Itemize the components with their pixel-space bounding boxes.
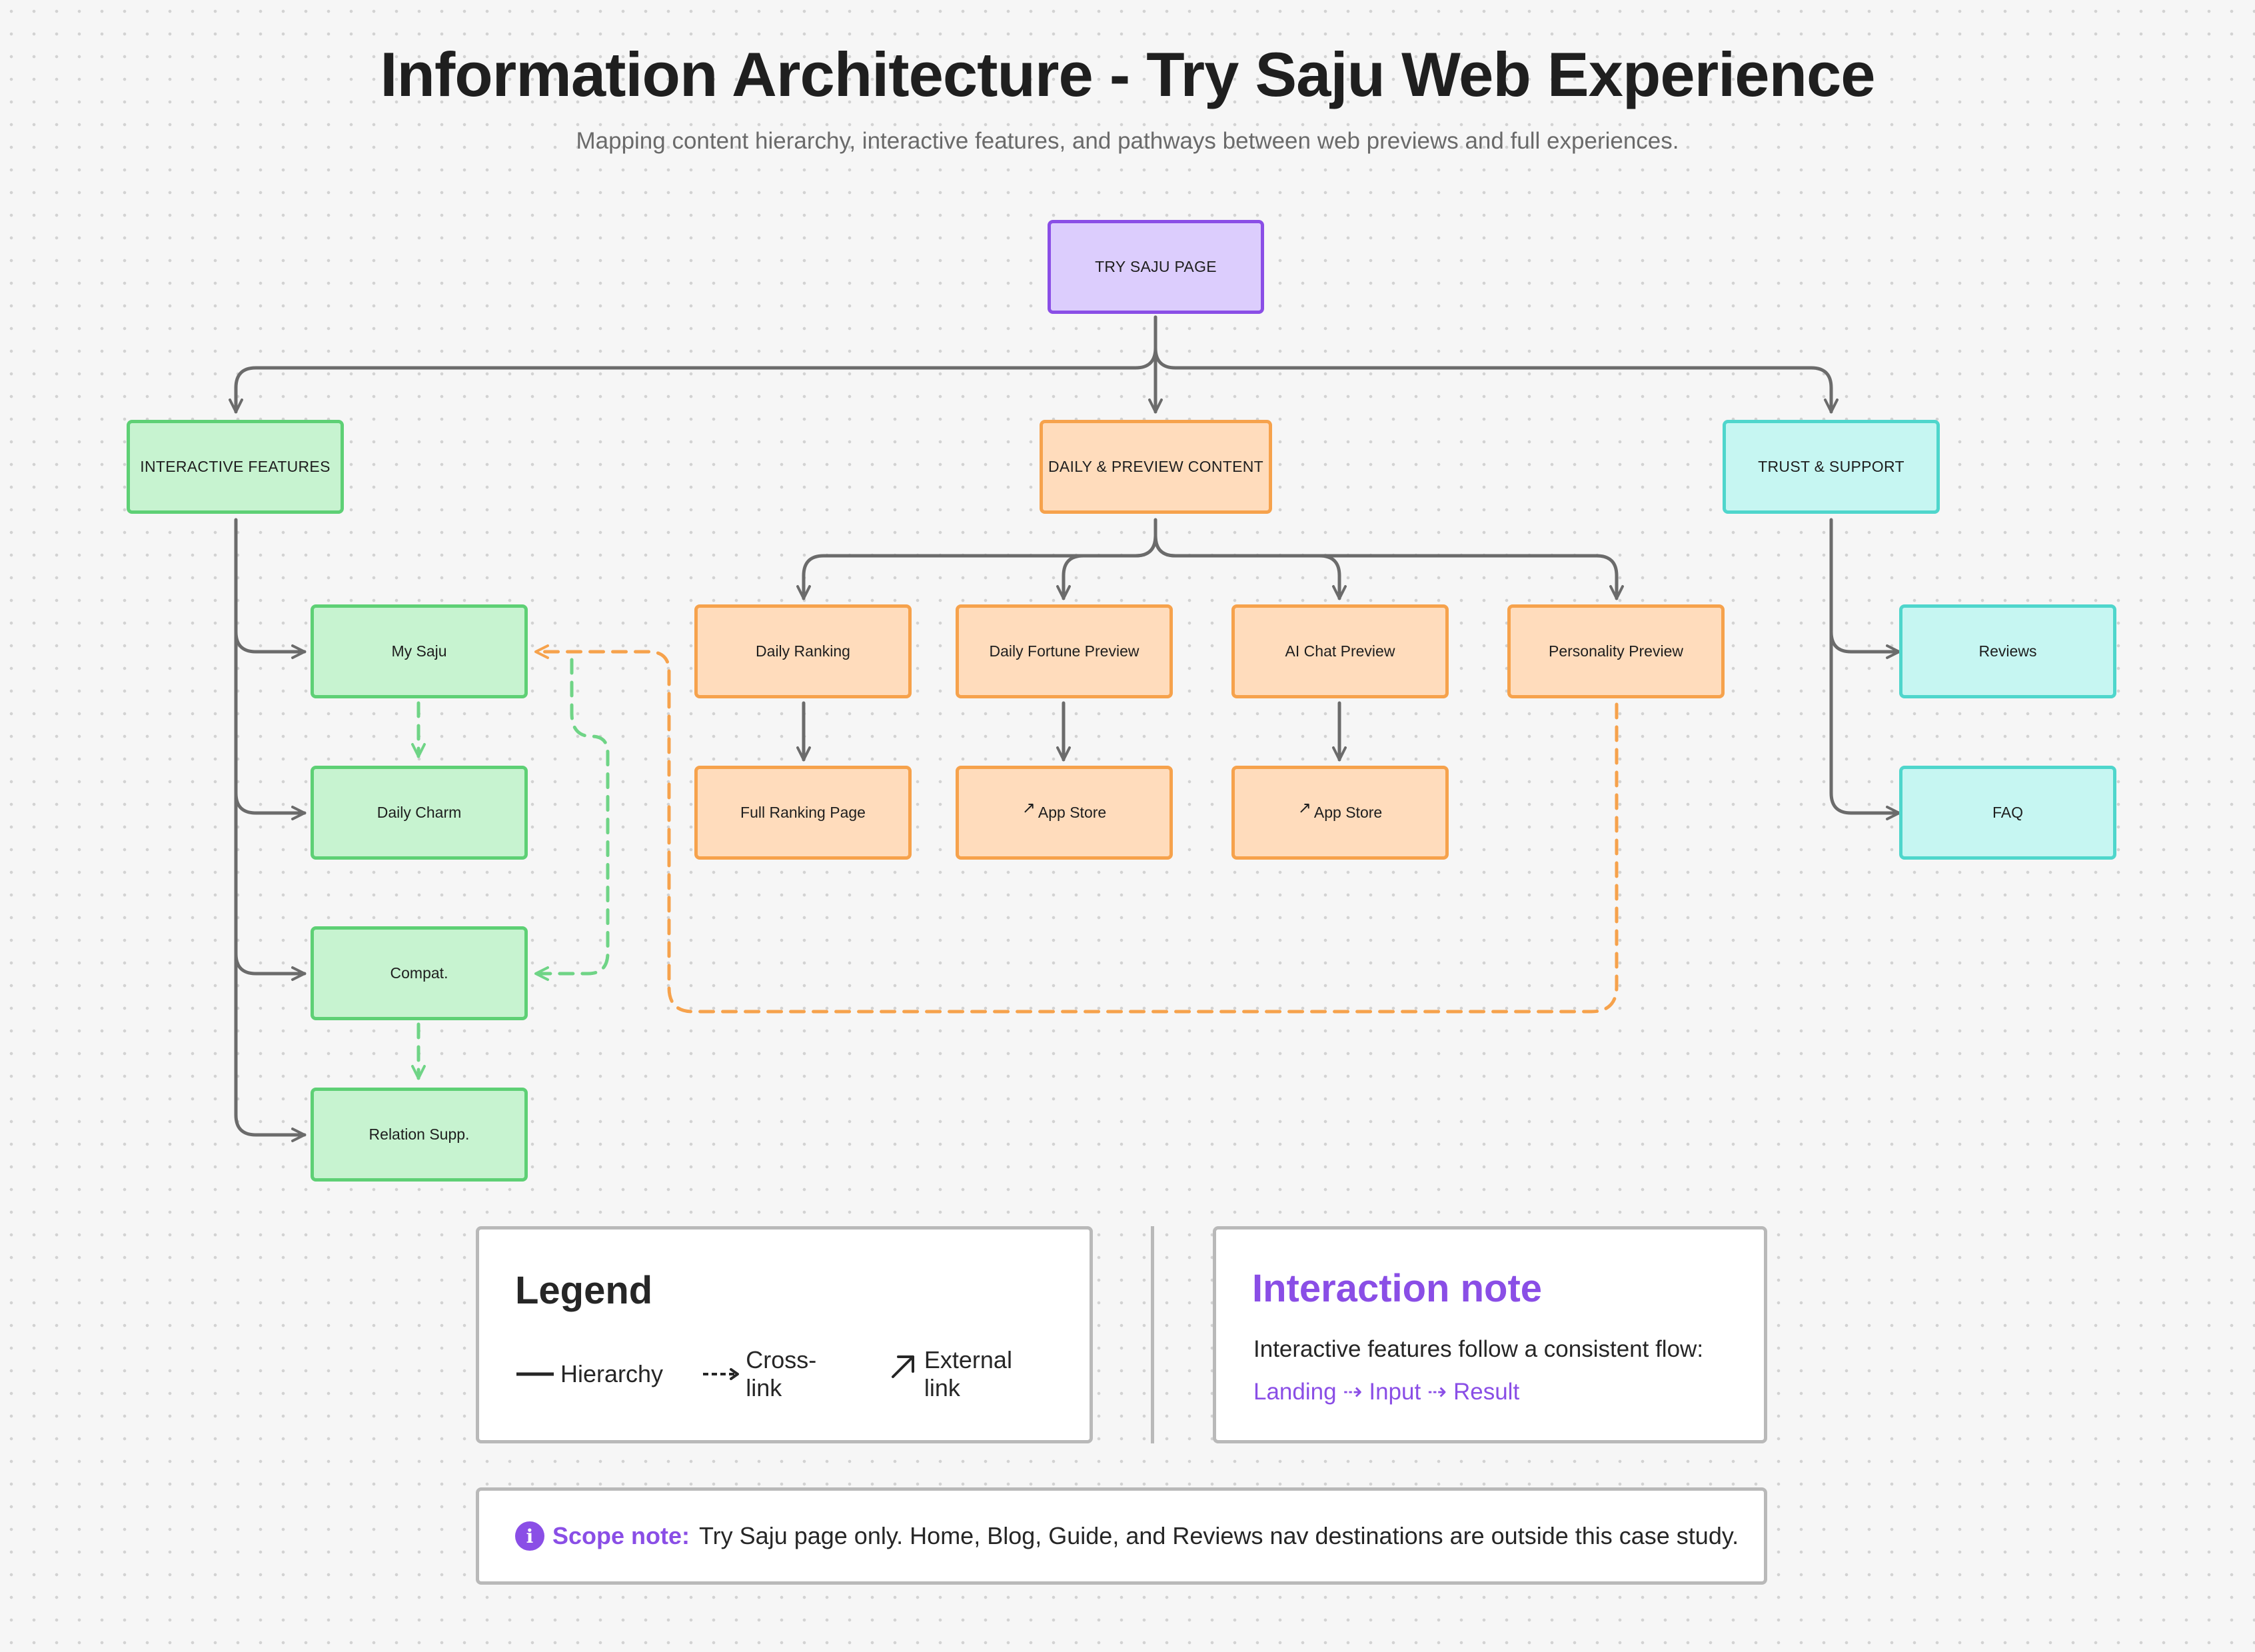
node-daily-fortune-preview[interactable]: Daily Fortune Preview	[956, 604, 1173, 698]
cross-link-lines	[411, 644, 1619, 1080]
divider	[1151, 1226, 1154, 1443]
node-daily-charm[interactable]: Daily Charm	[311, 766, 528, 860]
legend-label-external-link: External link	[924, 1346, 1012, 1401]
node-label: App Store	[1313, 803, 1383, 821]
node-relation-supp[interactable]: Relation Supp.	[311, 1088, 528, 1182]
external-link-icon: ↗	[1297, 799, 1311, 818]
legend-item-hierarchy: Hierarchy	[515, 1360, 663, 1388]
node-trust-support[interactable]: TRUST & SUPPORT	[1723, 420, 1940, 514]
node-daily-preview-content[interactable]: DAILY & PREVIEW CONTENT	[1040, 420, 1272, 514]
page-title: Information Architecture - Try Saju Web …	[380, 39, 1875, 109]
interaction-note-flow: Landing ⇢ Input ⇢ Result	[1253, 1379, 1520, 1405]
node-personality-preview[interactable]: Personality Preview	[1507, 604, 1725, 698]
hierarchy-lines	[229, 315, 1901, 1142]
node-reviews[interactable]: Reviews	[1899, 604, 2116, 698]
legend-item-external-link: External link	[888, 1346, 1051, 1402]
scope-note-label: Scope note:	[552, 1522, 690, 1549]
node-my-saju[interactable]: My Saju	[311, 604, 528, 698]
legend-card: Legend Hierarchy Cross-link External lin…	[476, 1226, 1093, 1443]
legend-item-cross-link: Cross-link	[702, 1346, 849, 1402]
node-daily-ranking[interactable]: Daily Ranking	[694, 604, 912, 698]
legend-title: Legend	[515, 1269, 653, 1312]
interaction-note-card: Interaction note Interactive features fo…	[1213, 1226, 1767, 1443]
legend-items: Hierarchy Cross-link External link	[515, 1346, 1090, 1402]
scope-note-card: i Scope note: Try Saju page only. Home, …	[476, 1487, 1767, 1585]
node-try-saju-page[interactable]: TRY SAJU PAGE	[1048, 220, 1264, 314]
scope-note-row: i Scope note: Try Saju page only. Home, …	[515, 1491, 1739, 1581]
solid-line-icon	[516, 1372, 554, 1376]
scope-note-text: Try Saju page only. Home, Blog, Guide, a…	[699, 1522, 1739, 1549]
legend-label-hierarchy: Hierarchy	[560, 1360, 664, 1387]
interaction-note-title: Interaction note	[1252, 1267, 1543, 1310]
external-link-icon: ↗	[1022, 799, 1036, 818]
node-compat[interactable]: Compat.	[311, 926, 528, 1020]
info-icon: i	[515, 1521, 544, 1551]
dashed-arrow-icon	[703, 1368, 740, 1380]
node-app-store-1[interactable]: ↗App Store	[956, 766, 1173, 860]
legend-label-cross-link: Cross-link	[746, 1346, 817, 1401]
external-link-icon	[892, 1355, 915, 1378]
node-label: App Store	[1038, 803, 1107, 821]
node-faq[interactable]: FAQ	[1899, 766, 2116, 860]
node-interactive-features[interactable]: INTERACTIVE FEATURES	[127, 420, 344, 514]
node-app-store-2[interactable]: ↗App Store	[1231, 766, 1449, 860]
interaction-note-body: Interactive features follow a consistent…	[1253, 1336, 1704, 1362]
node-full-ranking-page[interactable]: Full Ranking Page	[694, 766, 912, 860]
node-ai-chat-preview[interactable]: AI Chat Preview	[1231, 604, 1449, 698]
page-subtitle: Mapping content hierarchy, interactive f…	[576, 128, 1679, 154]
